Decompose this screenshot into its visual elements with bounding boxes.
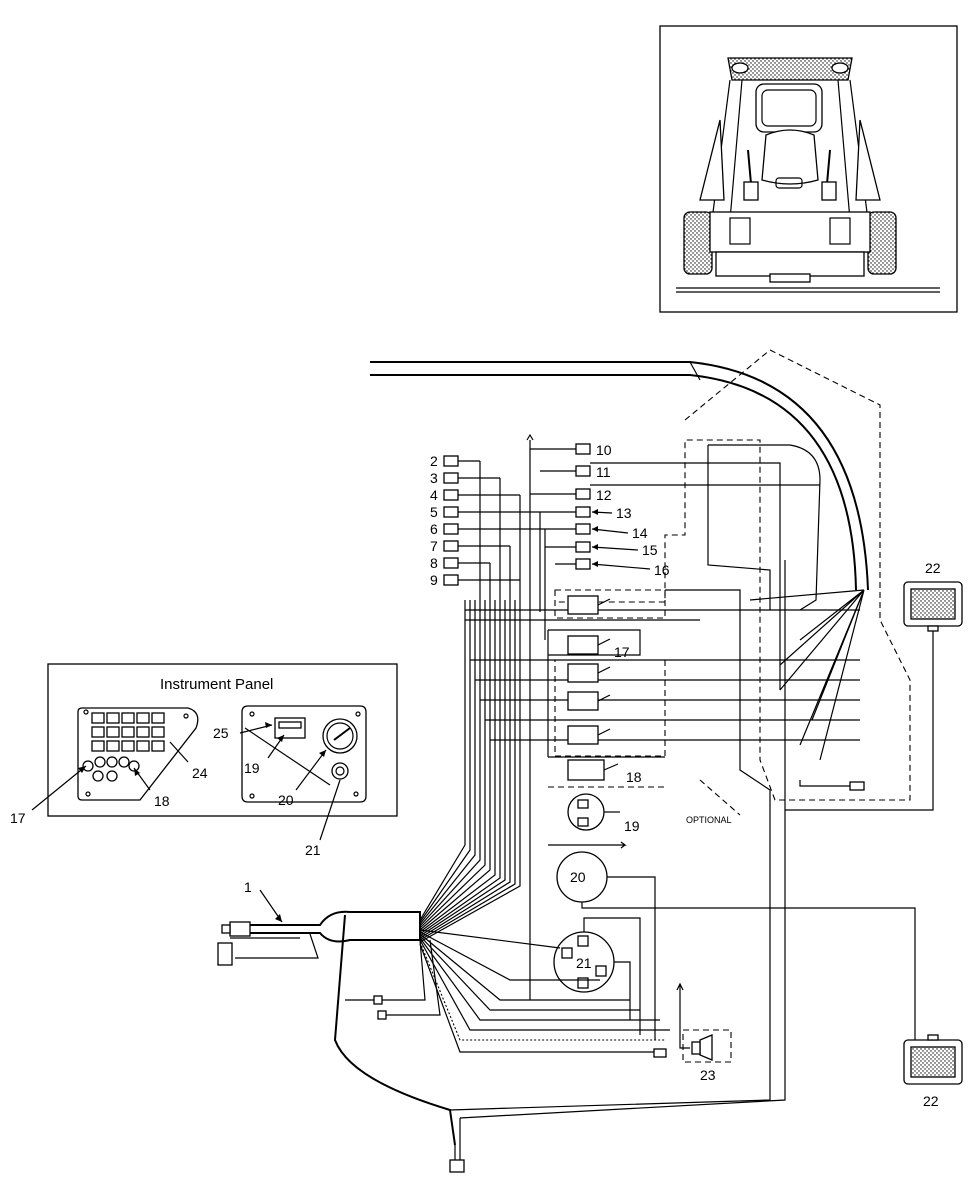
key-switch-21: 21	[553, 917, 641, 1035]
connector-5: 5	[430, 504, 540, 520]
callout-label: 4	[430, 487, 438, 503]
callout-label: 16	[654, 562, 670, 578]
callout-label: 20	[570, 869, 586, 885]
horn-23: 23	[653, 982, 732, 1083]
right-connectors: 10 11 12 13 14 15 16	[530, 442, 670, 578]
skid-steer-loader-illustration	[676, 57, 940, 293]
indicator-grid	[91, 712, 165, 752]
callout-label: 10	[596, 442, 612, 458]
callout-label: 12	[596, 487, 612, 503]
left-connectors: 2 3 4 5 6 7 8 9	[430, 453, 545, 588]
light-22-top: 22	[785, 560, 963, 811]
callout-label: 23	[700, 1067, 716, 1083]
callout-label: 5	[430, 504, 438, 520]
wire-bundle	[419, 461, 860, 943]
callout-18: 18	[154, 793, 170, 809]
callout-label: 8	[430, 555, 438, 571]
callout-label: 21	[576, 955, 592, 971]
callout-label: 19	[624, 818, 640, 834]
harness-fanout	[419, 929, 670, 1053]
connector-10: 10	[530, 442, 612, 458]
connector-4: 4	[430, 487, 520, 503]
connector-3: 3	[430, 470, 500, 486]
switch-17-label: 17	[614, 644, 630, 660]
callout-label: 13	[616, 505, 632, 521]
callout-25: 25	[213, 725, 229, 741]
callout-label: 22	[925, 560, 941, 576]
light-22-bottom: 22	[903, 1034, 963, 1109]
connector-11: 11	[540, 464, 611, 480]
harness-1: 1	[217, 560, 786, 1173]
optional-route	[555, 349, 911, 816]
connector-13: 13	[540, 505, 632, 521]
callout-20: 20	[278, 792, 294, 808]
callout-label: 15	[642, 542, 658, 558]
instrument-panel-inset: Instrument Panel	[10, 663, 398, 858]
gauge-20: 20	[556, 851, 916, 1040]
callout-label: 14	[632, 525, 648, 541]
connector-8: 8	[430, 555, 490, 571]
callout-24: 24	[192, 765, 208, 781]
callout-label: 11	[596, 464, 611, 480]
callout-label: 6	[430, 521, 438, 537]
callout-label: 22	[923, 1093, 939, 1109]
connector-6: 6	[430, 521, 545, 537]
callout-label: 7	[430, 538, 438, 554]
callout-label: 2	[430, 453, 438, 469]
connector-2: 2	[430, 453, 480, 469]
connector-12: 12	[530, 487, 612, 503]
loader-inset	[659, 25, 958, 313]
connector-7: 7	[430, 538, 510, 554]
optional-label: OPTIONAL	[686, 815, 732, 825]
connector-9: 9	[430, 572, 520, 588]
callout-label: 3	[430, 470, 438, 486]
main-harness	[370, 361, 869, 761]
switch-bank: 17 18 OPTIONAL	[547, 589, 732, 825]
connector-16: 16	[555, 558, 670, 578]
gauge-19: 19	[548, 793, 640, 849]
callout-label: 9	[430, 572, 438, 588]
connector-14: 14	[545, 523, 648, 541]
callout-17: 17	[10, 810, 26, 826]
connector-15: 15	[545, 541, 658, 558]
switch-18-label: 18	[626, 769, 642, 785]
callout-19: 19	[244, 760, 260, 776]
callout-label: 1	[244, 879, 252, 895]
callout-21: 21	[305, 842, 321, 858]
instrument-panel-title: Instrument Panel	[160, 676, 273, 693]
